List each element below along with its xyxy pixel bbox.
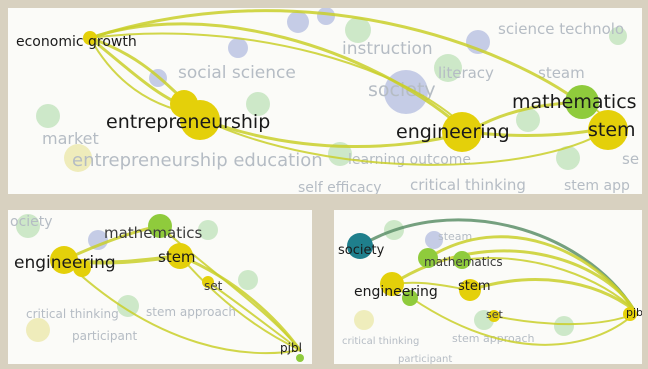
edge-mathematics2-pjbl	[461, 257, 635, 311]
node-engineering[interactable]	[50, 246, 78, 274]
edge-stem-pjbl	[468, 278, 636, 312]
node-engineering[interactable]	[442, 112, 482, 152]
label-engineering: engineering	[396, 121, 510, 143]
edge-economic-growth-engineering	[88, 22, 462, 128]
label-mathematics: mathematics	[104, 224, 203, 242]
faded-label-critical-thinking: critical thinking	[342, 336, 419, 347]
node-engineering[interactable]	[380, 272, 404, 296]
label-society: society	[338, 243, 385, 258]
node-engineering-b[interactable]	[73, 259, 91, 277]
background-cluster	[354, 220, 574, 336]
faded-label-layer: ociety critical thinking stem approach p…	[10, 214, 236, 343]
faded-label-learning-outcome: learning outcome	[348, 152, 471, 168]
network-panel-bottom-left: ociety critical thinking stem approach p…	[8, 210, 312, 364]
faded-label-stem-approach: stem approach	[146, 305, 236, 319]
edge-economic-growth-engineering-2	[89, 32, 469, 131]
node-mathematics[interactable]	[148, 214, 172, 238]
node-stem[interactable]	[588, 110, 628, 150]
faded-label-self-efficacy: self efficacy	[298, 180, 382, 194]
edge-stem-pjbl	[178, 254, 302, 352]
node-set[interactable]	[202, 276, 214, 288]
label-layer: society mathematics engineering stem set…	[338, 243, 642, 321]
network-graph-top: science technolo instruction social scie…	[16, 8, 639, 194]
node-economic-growth[interactable]	[83, 31, 97, 45]
label-economic-growth: economic growth	[16, 34, 137, 50]
label-pjbl: pjbl	[280, 341, 302, 355]
label-set: set	[486, 308, 503, 321]
edge-entrepreneurship-stem	[203, 119, 609, 166]
faded-label-instruction: instruction	[342, 39, 433, 59]
node-stem[interactable]	[167, 243, 193, 269]
edge-entrepreneurship-engineering	[202, 118, 462, 149]
node-mathematics-b[interactable]	[453, 251, 471, 269]
faded-label-critical-thinking: critical thinking	[410, 176, 526, 194]
node-pjbl[interactable]	[623, 307, 637, 321]
node-set[interactable]	[488, 310, 500, 322]
label-engineering: engineering	[354, 284, 438, 300]
node-society[interactable]	[347, 233, 373, 259]
node-mathematics[interactable]	[418, 248, 438, 268]
faded-label-steam: steam	[538, 64, 585, 82]
faded-label-literacy: literacy	[438, 64, 494, 82]
node-layer	[347, 233, 637, 322]
label-layer: economic growth entrepreneurship enginee…	[16, 34, 637, 143]
label-engineering: engineering	[14, 253, 116, 273]
faded-label-stem-approach: stem app	[564, 178, 630, 194]
faded-label-steam: steam	[438, 230, 472, 243]
faded-label-participant: participant	[398, 354, 452, 364]
edge-economic-growth-mathematics	[88, 9, 584, 106]
network-panel-top: science technolo instruction social scie…	[8, 8, 642, 194]
label-stem: stem	[458, 279, 491, 294]
label-stem: stem	[588, 119, 636, 141]
faded-label-layer: science technolo instruction social scie…	[42, 20, 639, 194]
faded-label-se: se	[622, 150, 639, 168]
label-pjbl: pjbl	[626, 306, 642, 319]
node-entrepreneurship[interactable]	[180, 100, 220, 140]
label-mathematics: mathematics	[512, 91, 637, 113]
node-engineering-b[interactable]	[402, 290, 418, 306]
network-panel-bottom-right: steam critical thinking stem approach pa…	[334, 210, 642, 364]
edge-stem-pjbl-2	[179, 255, 301, 351]
node-pjbl[interactable]	[296, 354, 304, 362]
edge-set-pjbl	[207, 281, 301, 351]
label-entrepreneurship: entrepreneurship	[106, 111, 270, 133]
network-graph-bottom-right: steam critical thinking stem approach pa…	[338, 218, 642, 364]
faded-label-critical-thinking: critical thinking	[26, 307, 119, 321]
label-layer: mathematics engineering stem set pjbl	[14, 224, 302, 355]
faded-label-entrepreneurship-education: entrepreneurship education	[72, 150, 323, 171]
label-stem: stem	[158, 248, 196, 266]
node-mathematics[interactable]	[565, 85, 599, 119]
faded-label-social-science: social science	[178, 63, 296, 83]
faded-label-science-technology: science technolo	[498, 20, 624, 38]
label-mathematics: mathematics	[424, 255, 503, 269]
node-stem[interactable]	[459, 279, 481, 301]
label-set: set	[204, 279, 223, 293]
faded-label-participant: participant	[72, 329, 137, 343]
node-layer	[50, 214, 304, 362]
edge-set-pjbl	[493, 313, 635, 325]
faded-label-society: ociety	[10, 214, 53, 230]
edge-engineering-pjbl-2	[391, 283, 635, 346]
node-layer	[83, 31, 628, 152]
edge-engineering-pjbl	[63, 259, 301, 355]
faded-label-market: market	[42, 129, 99, 148]
network-graph-bottom-left: ociety critical thinking stem approach p…	[10, 214, 304, 362]
